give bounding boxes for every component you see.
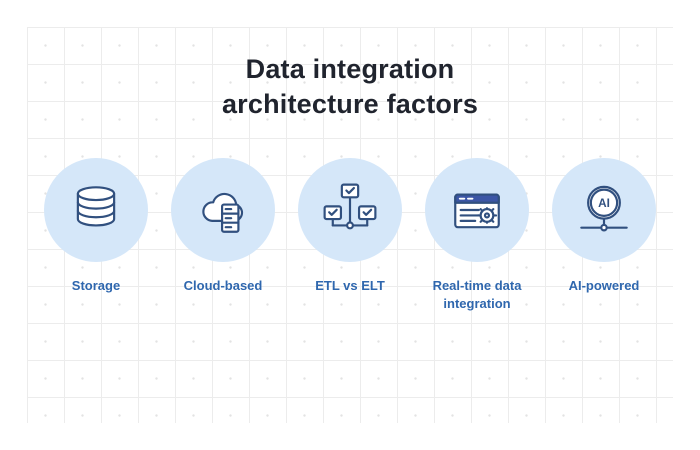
factors-row: Storage Cloud-based [0, 158, 700, 312]
ai-badge-icon: AI [580, 185, 628, 232]
database-icon [76, 186, 116, 227]
factor-label: AI-powered [568, 278, 640, 293]
factor-circle [44, 158, 148, 262]
factor-ai-powered: AI AI-powered [548, 158, 660, 312]
factor-label: ETL vs ELT [315, 278, 385, 293]
factor-label: Cloud-based [183, 278, 263, 293]
factor-circle [298, 158, 402, 262]
factor-label: Real-time data integration [432, 278, 522, 311]
factor-cloud-based: Cloud-based [167, 158, 279, 312]
page-title: Data integration architecture factors [0, 52, 700, 122]
title-line-1: Data integration [245, 54, 455, 84]
ai-icon-text: AI [598, 197, 610, 210]
factor-etl-vs-elt: ETL vs ELT [294, 158, 406, 312]
realtime-window-gear-icon [454, 193, 500, 229]
factor-storage: Storage [40, 158, 152, 312]
factor-circle [171, 158, 275, 262]
factor-realtime-integration: Real-time data integration [421, 158, 533, 312]
etl-monitors-icon [323, 183, 377, 230]
title-line-2: architecture factors [221, 89, 479, 119]
factor-label: Storage [71, 278, 121, 293]
cloud-server-icon [202, 192, 243, 233]
factor-circle: AI [552, 158, 656, 262]
factor-circle [425, 158, 529, 262]
